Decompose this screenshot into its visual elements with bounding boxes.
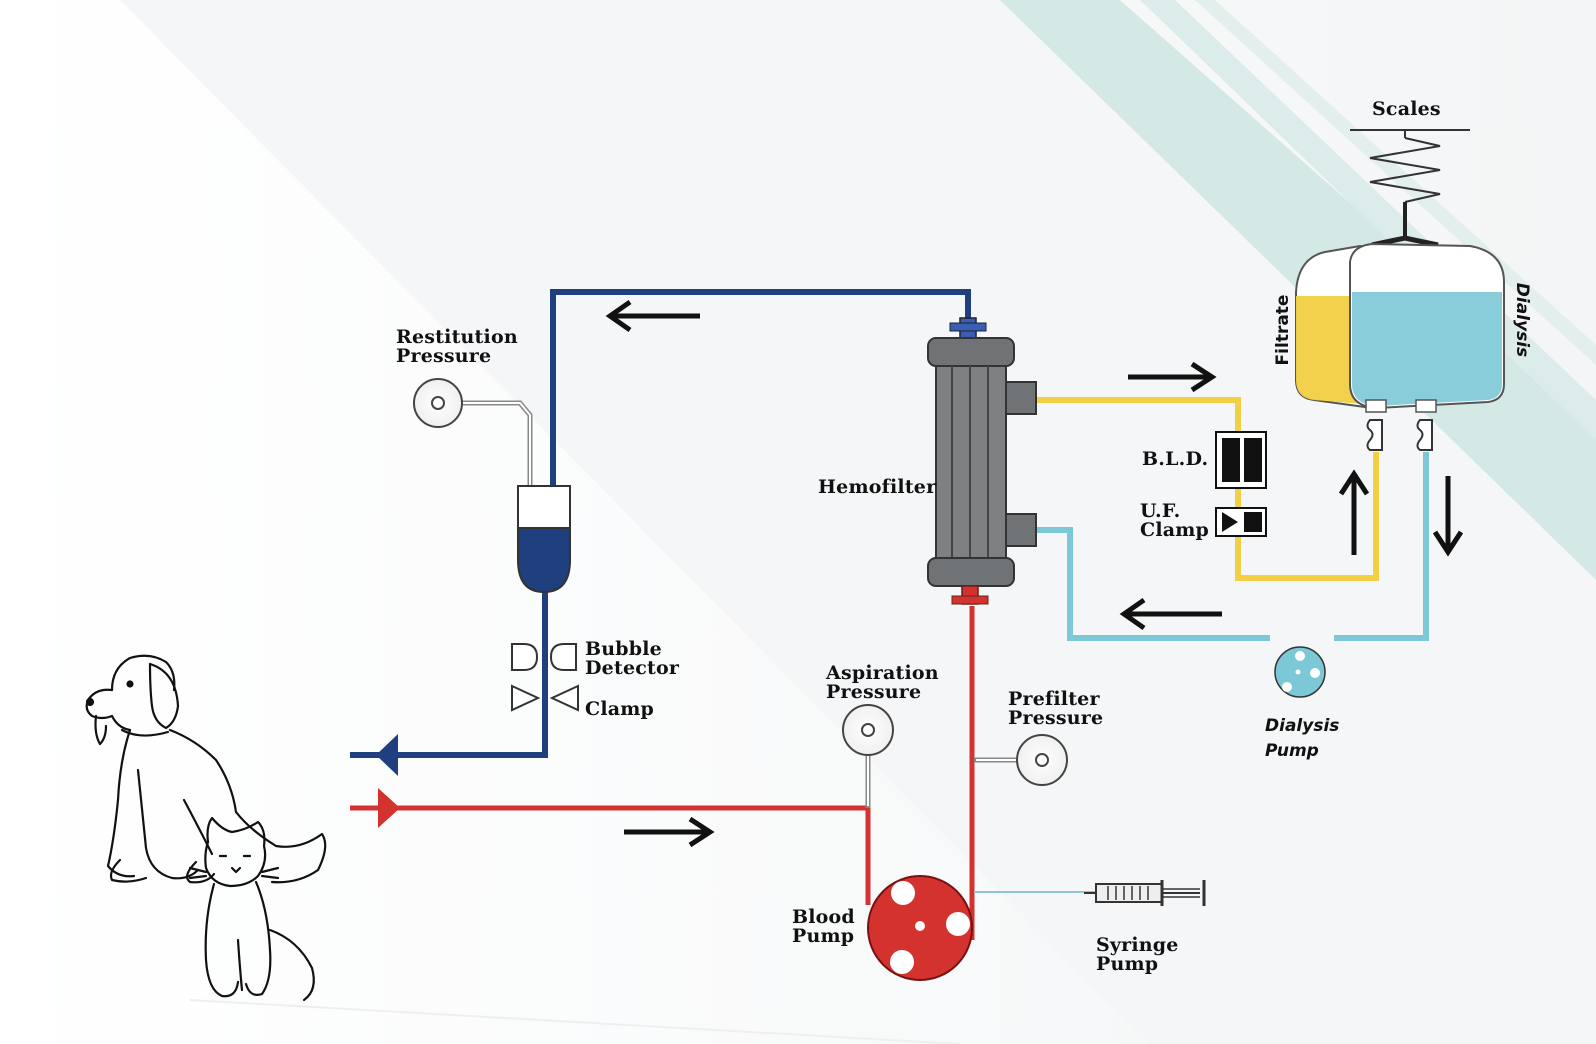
- venous-return-line: [550, 289, 971, 490]
- syringe-pump-label-line2: Pump: [1096, 953, 1159, 975]
- prefilter-pressure-label: Prefilter Pressure: [1008, 690, 1103, 728]
- restitution-pressure-label: Restitution Pressure: [396, 328, 518, 366]
- bld-label: B.L.D.: [1142, 448, 1209, 470]
- restitution-pressure-gauge: [413, 378, 533, 490]
- dialysis-valve-icon: [1416, 419, 1433, 451]
- dialysis-bag-label: Dialysis: [1512, 282, 1532, 358]
- dialysis-pump: [1274, 646, 1326, 698]
- hemofilter-label: Hemofilter: [818, 476, 937, 498]
- restitution-pressure-label-line2: Pressure: [396, 345, 492, 367]
- bubble-detector-label-line2: Detector: [585, 657, 680, 679]
- blood-pump: [867, 875, 973, 981]
- dog-and-cat-illustration: [85, 654, 327, 1002]
- syringe-pump-label: Syringe Pump: [1096, 936, 1179, 974]
- blood-pump-label-line1: Blood: [792, 906, 855, 928]
- arrow-icon: [605, 299, 700, 333]
- dog-icon: [85, 688, 132, 732]
- arrow-icon: [1432, 476, 1464, 557]
- arrow-icon: [1338, 469, 1370, 555]
- filtrate-fluid: [1296, 296, 1362, 404]
- hemofilter: [927, 317, 1037, 605]
- arrow-icon: [1128, 361, 1217, 393]
- scales-label: Scales: [1372, 98, 1441, 120]
- clamp-label: Clamp: [585, 698, 655, 720]
- filtrate-valve-icon: [1366, 419, 1383, 451]
- filtrate-line: [1034, 397, 1379, 581]
- blood-pump-label: Blood Pump: [792, 908, 855, 946]
- dialysis-pump-label-line2: Pump: [1265, 741, 1319, 761]
- filtrate-label: Filtrate: [1273, 294, 1293, 366]
- uf-clamp-box: [1215, 507, 1267, 537]
- aspiration-pressure-label: Aspiration Pressure: [826, 664, 939, 702]
- venous-connector-icon: [376, 734, 398, 776]
- bubble-detector: [511, 643, 577, 671]
- arrow-icon: [624, 816, 715, 848]
- scales: [1350, 129, 1470, 248]
- uf-clamp-label-line1: U.F.: [1140, 500, 1181, 522]
- prefilter-pressure-label-line2: Pressure: [1008, 707, 1104, 729]
- venous-patient-line: [350, 592, 548, 758]
- arterial-connector-icon: [378, 788, 400, 828]
- aspiration-pressure-label-line2: Pressure: [826, 681, 922, 703]
- blood-leak-detector: [1215, 431, 1267, 489]
- syringe-pump-label-line1: Syringe: [1096, 934, 1179, 956]
- aspiration-pressure-label-line1: Aspiration: [826, 662, 939, 684]
- uf-clamp-label: U.F. Clamp: [1140, 502, 1209, 540]
- spring-icon: [1369, 137, 1441, 203]
- bubble-detector-label-line1: Bubble: [585, 638, 662, 660]
- dialysis-bag-port: [1415, 399, 1437, 413]
- syringe-icon: [1084, 880, 1206, 906]
- cat-icon: [204, 816, 267, 888]
- restitution-pressure-label-line1: Restitution: [396, 326, 518, 348]
- dialysis-pump-label: Dialysis Pump: [1265, 714, 1339, 764]
- drip-chamber: [517, 485, 571, 594]
- arrow-icon: [1119, 597, 1222, 631]
- uf-clamp-label-line2: Clamp: [1140, 519, 1210, 541]
- aspiration-pressure-gauge: [842, 704, 894, 808]
- dialysis-pump-label-line1: Dialysis: [1265, 716, 1340, 736]
- bubble-detector-label: Bubble Detector: [585, 640, 679, 678]
- dialysate-supply-line: [1334, 452, 1429, 641]
- prefilter-pressure-label-line1: Prefilter: [1008, 688, 1100, 710]
- line-clamp: [511, 684, 579, 712]
- prefilter-pressure-gauge: [974, 734, 1068, 786]
- background-line: [189, 999, 961, 1044]
- bags: [1295, 242, 1505, 451]
- background-panel: [120, 0, 1596, 1044]
- blood-pump-label-line2: Pump: [792, 925, 855, 947]
- filtrate-bag-port: [1365, 399, 1387, 413]
- dialysate-in-line: [1034, 527, 1270, 641]
- dialysis-fluid: [1352, 292, 1502, 406]
